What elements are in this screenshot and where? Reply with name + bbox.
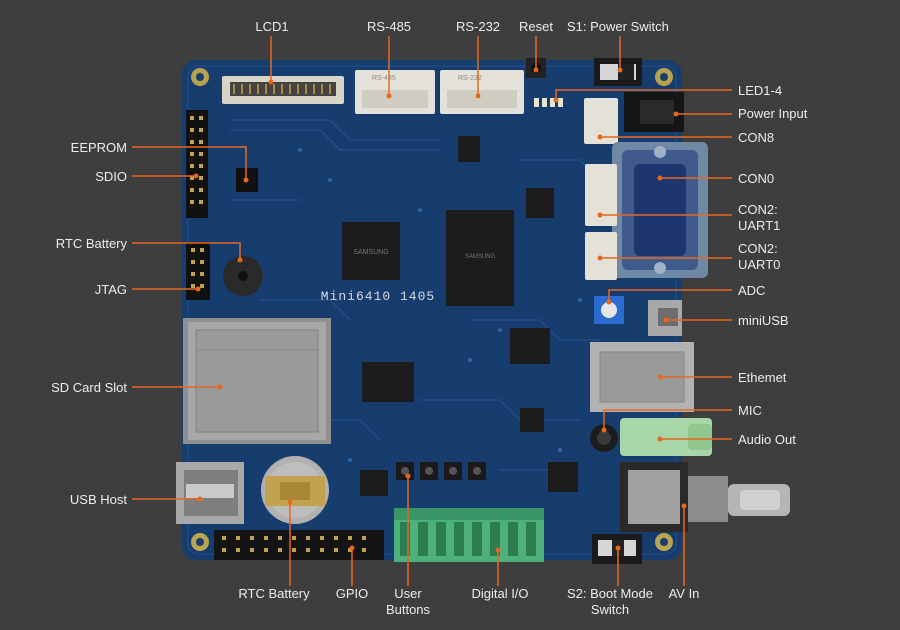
label-con2-uart1-line1: CON2: <box>738 202 778 217</box>
con2-uart1-header <box>585 164 617 226</box>
sd-card-slot-part <box>183 318 331 444</box>
label-rtc-battery-bottom: RTC Battery <box>238 586 310 601</box>
ic-small-1 <box>458 136 480 162</box>
label-audio-out: Audio Out <box>738 432 796 447</box>
con8-connector <box>584 98 618 144</box>
ic-small-4 <box>548 462 578 492</box>
label-rtc-battery-left: RTC Battery <box>55 236 127 251</box>
label-ethernet: Ethemet <box>738 370 787 385</box>
label-rs485: RS-485 <box>366 19 412 34</box>
user-buttons-part <box>396 462 486 480</box>
nand-chip <box>446 210 514 306</box>
label-power-input: Power Input <box>738 106 808 121</box>
label-s1-power-switch: S1: Power Switch <box>567 19 669 34</box>
label-sd-card-slot: SD Card Slot <box>51 380 127 395</box>
label-con2-uart0-line1: CON2: <box>738 241 778 256</box>
label-lcd1: LCD1 <box>255 19 289 34</box>
label-jtag: JTAG <box>94 282 127 297</box>
label-miniusb: miniUSB <box>738 313 789 328</box>
ic-ethernet <box>510 328 550 364</box>
label-gpio: GPIO <box>335 586 369 601</box>
board-silkscreen: Mini6410 1405 <box>321 289 435 304</box>
ic-small-2 <box>526 188 554 218</box>
label-con0: CON0 <box>738 171 775 186</box>
label-reset: Reset <box>519 19 553 34</box>
label-rs232: RS-232 <box>455 19 501 34</box>
digital-io-terminal <box>394 508 544 562</box>
leader-rtc-left <box>132 242 241 260</box>
leader-mic <box>603 409 732 430</box>
label-user-buttons-line2: Buttons <box>385 602 431 617</box>
soc-chip <box>342 222 400 280</box>
rs485-silk: RS-485 <box>372 75 396 82</box>
sdio-header <box>186 110 208 218</box>
ic-ram <box>362 362 414 402</box>
soc-marking: SAMSUNG <box>353 249 388 256</box>
label-s2-line1: S2: Boot Mode <box>567 586 653 601</box>
label-sdio: SDIO <box>95 169 127 184</box>
label-con2-uart1-line2: UART1 <box>738 218 781 233</box>
label-adc: ADC <box>738 283 766 298</box>
leader-led <box>555 89 732 100</box>
leader-adc <box>608 289 732 302</box>
leader-eeprom <box>132 146 247 180</box>
label-digital-io: Digital I/O <box>471 586 529 601</box>
av-in-bnc <box>620 462 790 532</box>
rs232-silk: RS-232 <box>458 75 482 82</box>
nand-marking: SAMSUNG <box>465 254 496 260</box>
ic-small-3 <box>360 470 388 496</box>
label-s2-line2: Switch <box>590 602 630 617</box>
label-con8: CON8 <box>738 130 775 145</box>
db9-con0 <box>612 142 708 278</box>
gpio-header <box>214 530 384 560</box>
ic-audio <box>520 408 544 432</box>
label-con2-uart0-line2: UART0 <box>738 257 781 272</box>
label-user-buttons-line1: User <box>394 586 422 601</box>
label-usb-host: USB Host <box>69 492 127 507</box>
label-eeprom: EEPROM <box>70 140 127 155</box>
led-row <box>534 98 563 107</box>
leader-lines <box>132 36 732 586</box>
label-led: LED1-4 <box>738 83 783 98</box>
label-av-in: AV In <box>668 586 700 601</box>
rtc-coin-battery <box>261 456 329 524</box>
usb-host-port <box>176 462 244 524</box>
label-mic: MIC <box>738 403 762 418</box>
